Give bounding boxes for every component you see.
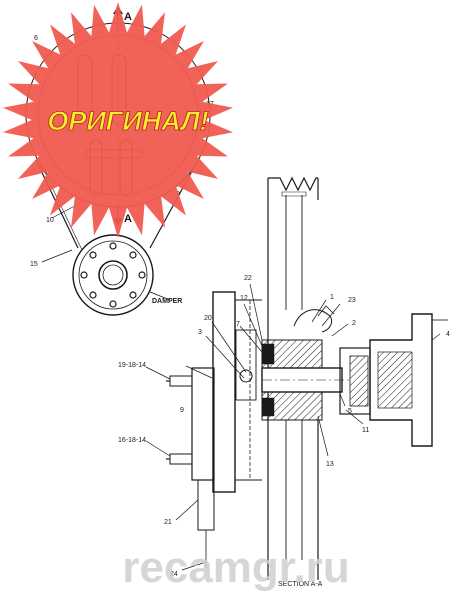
watermark-text: recamgr.ru — [122, 543, 349, 592]
callout-20: 20 — [204, 315, 212, 322]
section-view — [145, 176, 448, 580]
callout-12: 12 — [240, 295, 248, 302]
callout-3: 3 — [198, 329, 202, 336]
callout-23: 23 — [348, 297, 356, 304]
callout-2: 2 — [352, 320, 356, 327]
leader-lines — [145, 283, 441, 571]
callout-1: 1 — [330, 294, 334, 301]
damper-label: DAMPER — [152, 298, 182, 305]
section-letter-top: A — [124, 11, 132, 23]
section-callouts: 22 12 7 20 3 1 23 2 4 5 11 13 9 21 24 19… — [118, 275, 450, 588]
callout-13: 13 — [326, 461, 334, 468]
section-letter-bottom: A — [124, 213, 132, 225]
section-title: SECTION A-A — [278, 581, 323, 588]
callout-top-10: 10 — [46, 217, 54, 224]
stamp-text: ОРИГИНАЛ! — [47, 106, 208, 136]
callout-21: 21 — [164, 519, 172, 526]
callout-top-6: 6 — [34, 35, 38, 42]
callout-22: 22 — [244, 275, 252, 282]
callout-4: 4 — [446, 331, 450, 338]
callout-19-18-14: 19-18-14 — [118, 362, 146, 369]
callout-11: 11 — [362, 427, 369, 434]
callout-9: 9 — [180, 407, 184, 414]
crank-flange — [339, 313, 448, 447]
callout-5: 5 — [348, 408, 352, 415]
starburst-shape — [3, 2, 233, 238]
original-stamp: ОРИГИНАЛ! — [3, 2, 233, 238]
callout-7: 7 — [236, 321, 240, 328]
callout-16-18-14: 16-18-14 — [118, 437, 146, 444]
callout-15: 15 — [30, 261, 38, 268]
damper-wheel — [72, 234, 154, 316]
callout-24: 24 — [170, 571, 178, 578]
